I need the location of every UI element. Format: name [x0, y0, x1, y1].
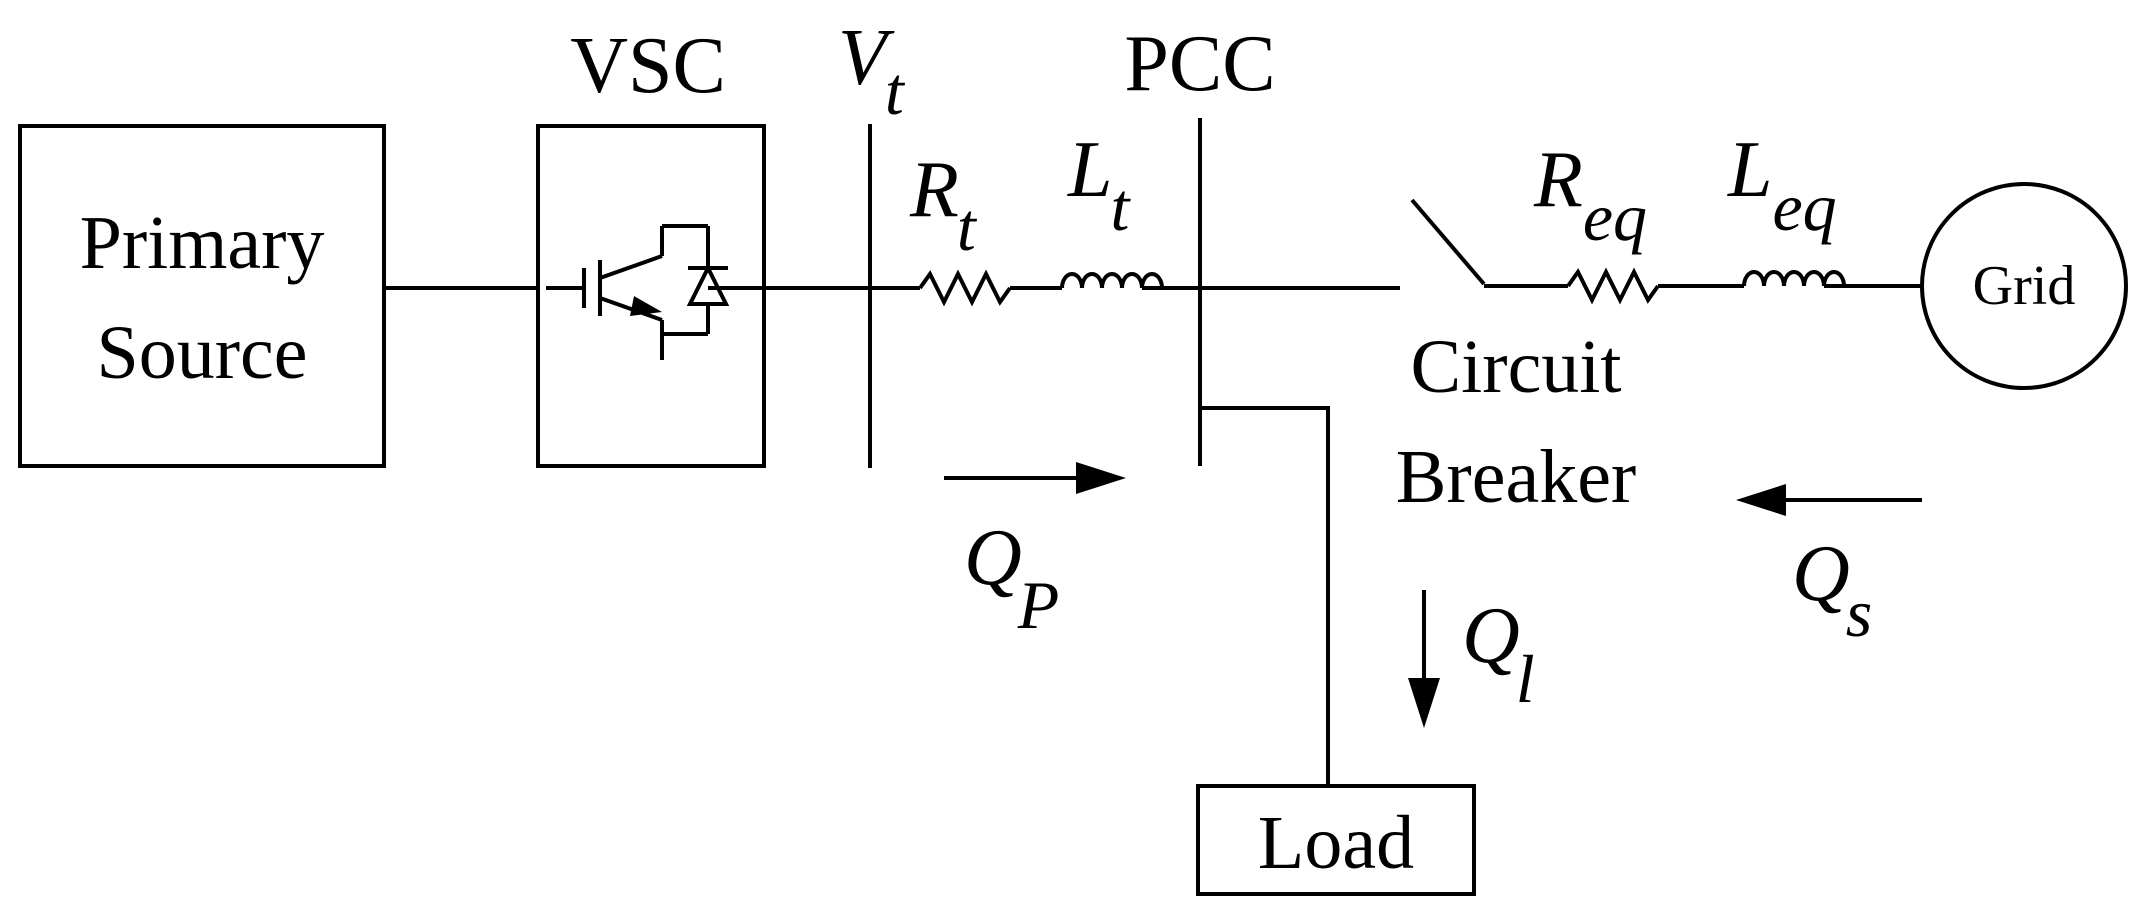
circuit-breaker-switch-icon — [1410, 198, 1486, 286]
load-label: Load — [1258, 801, 1414, 885]
pcc-label: PCC — [1124, 20, 1275, 108]
ql-arrow-icon — [1408, 590, 1440, 728]
lt-label: Lt — [1067, 126, 1132, 245]
rt-label: Rt — [909, 146, 978, 265]
ql-subscript: l — [1516, 641, 1535, 717]
ql-label: Ql — [1462, 592, 1535, 717]
qs-label: Qs — [1792, 530, 1872, 651]
resistor-rt-icon — [918, 269, 1062, 307]
load-block: Load — [1196, 784, 1476, 896]
rt-subscript: t — [957, 189, 978, 265]
vt-label: Vt — [838, 14, 906, 129]
grid-source: Grid — [1920, 182, 2128, 390]
req-label: Req — [1533, 136, 1647, 255]
qs-subscript: s — [1846, 575, 1872, 651]
circuit-breaker-label-line1: Circuit — [1410, 325, 1621, 409]
primary-source-label-line2: Source — [96, 311, 307, 395]
grid-label: Grid — [1973, 255, 2076, 317]
igbt-diode-icon — [546, 224, 764, 360]
qs-arrow-icon — [1736, 484, 1922, 516]
req-subscript: eq — [1583, 179, 1647, 255]
resistor-req-icon — [1566, 267, 1744, 305]
leq-label: Leq — [1727, 126, 1837, 245]
qp-subscript: P — [1017, 567, 1060, 643]
inductor-lt-icon — [1060, 272, 1206, 290]
vsc-block: VSC — [536, 22, 766, 468]
lt-subscript: t — [1111, 169, 1132, 245]
wire-pcc-to-load — [1200, 406, 1330, 786]
primary-source-block: Primary Source — [18, 124, 386, 468]
vsc-label: VSC — [570, 22, 726, 110]
qp-arrow-icon — [944, 462, 1126, 494]
vt-subscript: t — [885, 53, 906, 129]
primary-source-label-line1: Primary — [80, 201, 325, 285]
circuit-breaker-label-line2: Breaker — [1396, 435, 1637, 519]
leq-subscript: eq — [1773, 169, 1837, 245]
inductor-leq-icon — [1742, 270, 1922, 288]
